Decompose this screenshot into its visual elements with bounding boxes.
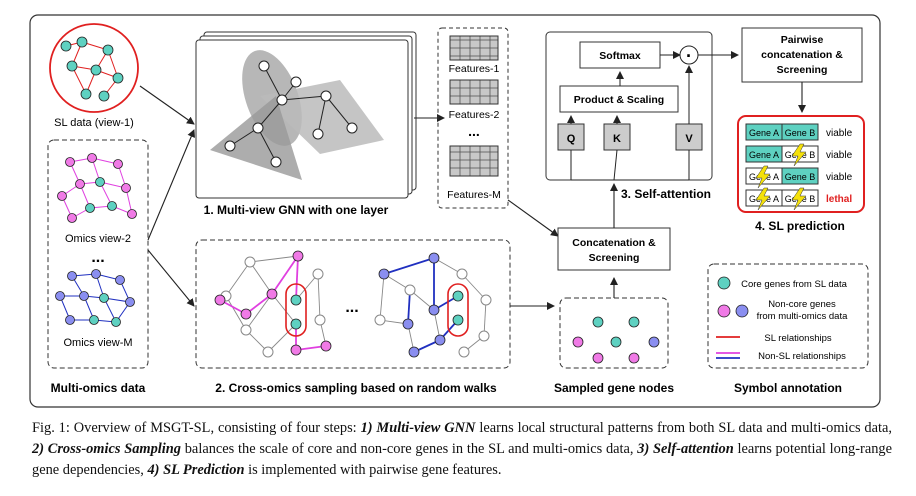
pred-3-label: viable <box>826 172 853 183</box>
feature-matrix-m <box>449 145 499 177</box>
gnn-title: 1. Multi-view GNN with one layer <box>204 203 389 217</box>
omics-view-m-graph <box>55 269 135 327</box>
arrow-omics-to-gnn <box>147 129 195 241</box>
caption-text-2: balances the scale of core and non-core … <box>181 441 638 457</box>
v-label: V <box>685 133 693 145</box>
omics-view-2-graph <box>57 153 137 223</box>
product-scaling-block <box>559 85 679 113</box>
caption-text-1: learns local structural patterns from bo… <box>475 420 893 436</box>
sampling-title: 2. Cross-omics sampling based on random … <box>215 381 497 395</box>
sampled-box <box>559 297 669 369</box>
dot-product-symbol: · <box>686 46 692 66</box>
caption-step-4: 4) SL Prediction <box>147 462 245 478</box>
pred-1-gene-a: Gene A <box>749 128 779 138</box>
sampling-graph-m <box>374 252 492 358</box>
gnn-stack <box>195 31 417 199</box>
arrow-sl-to-gnn <box>139 85 195 125</box>
multi-omics-box <box>47 139 149 369</box>
legend-nonsl-label: Non-SL relationships <box>758 351 846 362</box>
outer-frame <box>29 14 881 408</box>
legend-title: Symbol annotation <box>734 381 842 395</box>
lightning-icon <box>791 187 807 211</box>
caption-prefix: Fig. 1: Overview of MSGT-SL, consisting … <box>32 420 361 436</box>
pairwise-line-3: Screening <box>777 64 828 76</box>
features-m-label: Features-M <box>447 189 501 201</box>
legend-sl-label: SL relationships <box>764 333 831 344</box>
legend-noncore-blue-swatch <box>735 304 749 318</box>
pairwise-box <box>741 27 863 83</box>
legend-noncore-line-1: Non-core genes <box>768 299 836 310</box>
features-1-label: Features-1 <box>449 63 500 75</box>
self-attention-title: 3. Self-attention <box>621 187 711 201</box>
pred-4-label: lethal <box>826 194 852 205</box>
legend-core-label: Core genes from SL data <box>741 279 848 290</box>
concat-line-2: Screening <box>589 252 640 264</box>
multi-omics-title: Multi-omics data <box>51 381 146 395</box>
prediction-row-2: Gene A Gene B viable <box>745 143 853 167</box>
sampling-graph-1 <box>214 250 332 358</box>
feature-matrix-2 <box>449 79 499 105</box>
msgt-sl-overview-diagram: SL data (view-1) Omics view-2 ... <box>29 14 881 408</box>
lightning-icon <box>791 143 807 167</box>
arrow-omics-to-sampling <box>147 249 195 307</box>
caption-text-3: learns potential long-range gene depende… <box>32 441 892 478</box>
omics-view-2-label: Omics view-2 <box>65 233 131 245</box>
features-ellipsis: ... <box>468 123 480 139</box>
omics-view-m-label: Omics view-M <box>63 337 132 349</box>
concat-box <box>557 227 671 271</box>
product-scaling-label: Product & Scaling <box>574 94 664 106</box>
softmax-block <box>579 41 661 69</box>
lightning-icon <box>755 165 771 189</box>
sl-prediction-title: 4. SL prediction <box>755 219 845 233</box>
k-block <box>603 123 631 151</box>
sampling-box <box>195 239 511 369</box>
arrow-features-to-concat <box>507 199 559 237</box>
sl-data-label: SL data (view-1) <box>54 117 134 129</box>
legend-noncore-pink-swatch <box>717 304 731 318</box>
figure-caption: Fig. 1: Overview of MSGT-SL, consisting … <box>32 418 892 481</box>
prediction-row-1: Gene A Gene B viable <box>745 123 853 141</box>
legend-noncore-line-2: from multi-omics data <box>757 311 849 322</box>
pred-3-gene-b: Gene B <box>785 172 816 182</box>
sampled-nodes <box>572 316 660 364</box>
sampling-ellipsis: ... <box>345 299 358 316</box>
sl-data-graph <box>49 23 139 113</box>
legend-core-swatch <box>717 276 731 290</box>
prediction-row-4: Gene A Gene B lethal <box>745 187 852 211</box>
k-label: K <box>613 133 621 145</box>
pairwise-line-2: concatenation & <box>761 49 843 61</box>
pred-1-label: viable <box>826 128 853 139</box>
pred-1-gene-b: Gene B <box>785 128 816 138</box>
caption-step-2: 2) Cross-omics Sampling <box>32 441 181 457</box>
lightning-icon <box>755 187 771 211</box>
omics-ellipsis: ... <box>91 249 104 266</box>
prediction-row-3: Gene A Gene B viable <box>745 165 853 189</box>
attention-connectors <box>567 51 693 181</box>
caption-text-4: is implemented with pairwise gene featur… <box>244 462 502 478</box>
q-label: Q <box>567 133 576 145</box>
pred-2-gene-a: Gene A <box>749 150 779 160</box>
feature-matrix-1 <box>449 35 499 61</box>
caption-step-1: 1) Multi-view GNN <box>360 420 476 436</box>
legend-box <box>707 263 869 369</box>
concat-line-1: Concatenation & <box>572 237 656 249</box>
pred-2-label: viable <box>826 150 853 161</box>
features-box <box>437 27 509 209</box>
sampled-title: Sampled gene nodes <box>554 381 674 395</box>
features-2-label: Features-2 <box>449 109 500 121</box>
softmax-label: Softmax <box>599 50 641 62</box>
caption-step-3: 3) Self-attention <box>637 441 734 457</box>
pairwise-line-1: Pairwise <box>781 34 824 46</box>
